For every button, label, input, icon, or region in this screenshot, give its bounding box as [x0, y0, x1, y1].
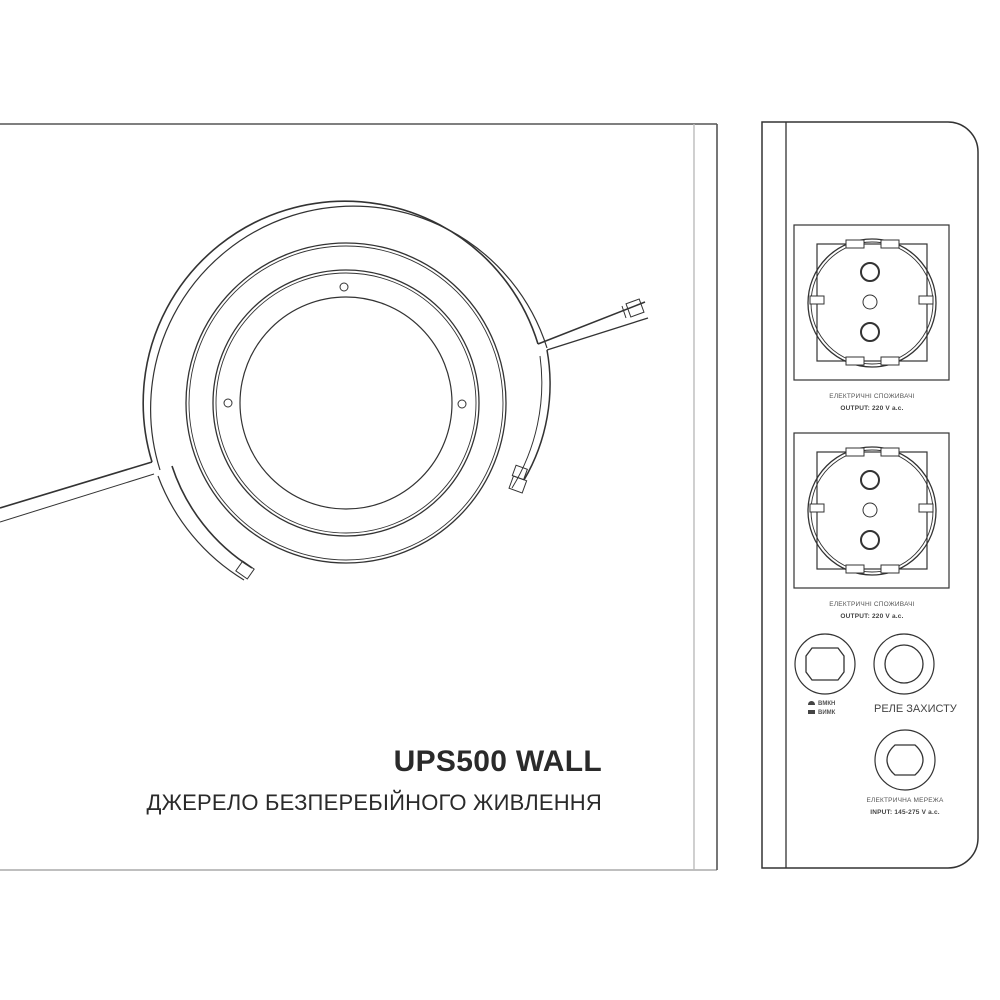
power-switch-legend: ВМКН ВИМК [808, 700, 835, 718]
outlet-1-rating: OUTPUT: 220 V a.c. [840, 405, 904, 412]
switch-off-icon [808, 710, 815, 715]
outlet-2-label: ЕЛЕКТРИЧНІ СПОЖИВАЧІ [829, 601, 915, 608]
switch-on-icon [808, 701, 815, 706]
switch-off-label: ВИМК [818, 710, 836, 716]
mains-input-label: ЕЛЕКТРИЧНА МЕРЕЖА [866, 797, 944, 804]
relay-label: РЕЛЕ ЗАХИСТУ [874, 703, 957, 715]
outlet-1-label: ЕЛЕКТРИЧНІ СПОЖИВАЧІ [829, 393, 915, 400]
ring-decoration [0, 200, 649, 581]
relay-button-drawing [873, 633, 935, 695]
outlet-1-drawing [793, 224, 950, 381]
power-switch-drawing [794, 633, 856, 695]
outlet-2-drawing [793, 432, 950, 589]
switch-on-label: ВМКН [818, 701, 836, 707]
model-name: UPS500 WALL [393, 745, 602, 778]
side-panel-outline [761, 121, 979, 869]
product-description: ДЖЕРЕЛО БЕЗПЕРЕБІЙНОГО ЖИВЛЕННЯ [146, 790, 602, 815]
mains-input-drawing [874, 729, 936, 791]
outlet-2-rating: OUTPUT: 220 V a.c. [840, 613, 904, 620]
front-panel-outline [0, 123, 718, 871]
mains-input-rating: INPUT: 145-275 V a.c. [870, 809, 940, 816]
